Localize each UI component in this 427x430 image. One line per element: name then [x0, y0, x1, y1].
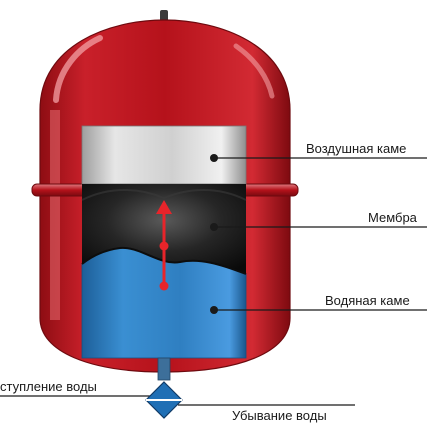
arrow-head-up	[156, 200, 172, 214]
arrow-node-bottom	[159, 281, 169, 291]
membrane-line	[81, 246, 247, 275]
label-water-chamber: Водяная каме	[325, 293, 410, 308]
arrow-node-middle	[159, 241, 169, 251]
tank-highlight-right	[233, 43, 275, 99]
label-membrane: Мембра	[368, 210, 418, 225]
label-water-inflow: ступление воды	[0, 379, 97, 394]
label-water-outflow: Убывание воды	[232, 408, 327, 423]
label-air-chamber: Воздушная каме	[306, 141, 406, 156]
outlet-pipe	[157, 357, 171, 381]
air-chamber	[81, 125, 247, 185]
tank-side-gloss	[50, 110, 60, 320]
tank-highlight-left	[53, 35, 103, 103]
membrane-bump	[81, 189, 247, 201]
top-nipple	[160, 10, 168, 22]
